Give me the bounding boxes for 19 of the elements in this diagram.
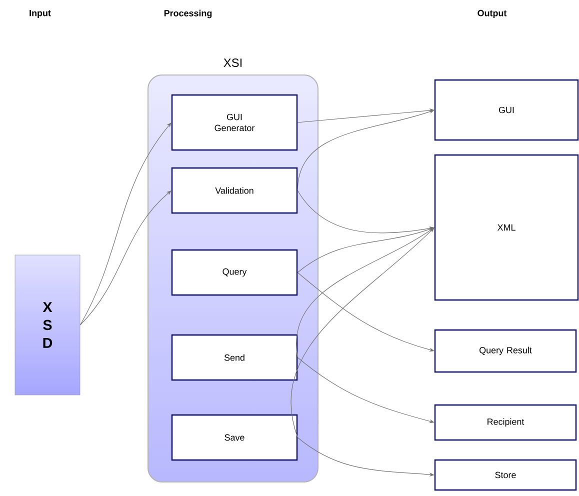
column-heading: Processing	[164, 10, 212, 18]
column-heading: Input	[30, 10, 51, 18]
output-box: Recipient	[434, 404, 577, 441]
output-box: Store	[434, 459, 577, 491]
input-box: X S D	[14, 254, 80, 396]
arrow	[80, 190, 172, 326]
column-heading: Output	[478, 10, 507, 18]
process-box: Send	[171, 334, 298, 381]
output-box: XML	[434, 154, 579, 301]
process-box: Save	[171, 414, 298, 461]
process-box: GUI Generator	[171, 94, 298, 151]
output-box: GUI	[434, 79, 579, 141]
arrow	[80, 122, 172, 326]
output-box: Query Result	[434, 329, 577, 373]
process-box: Validation	[171, 167, 298, 214]
node-label: XSI	[224, 58, 242, 67]
arrow	[291, 228, 434, 438]
arrow	[296, 228, 434, 358]
process-box: Query	[171, 249, 298, 296]
